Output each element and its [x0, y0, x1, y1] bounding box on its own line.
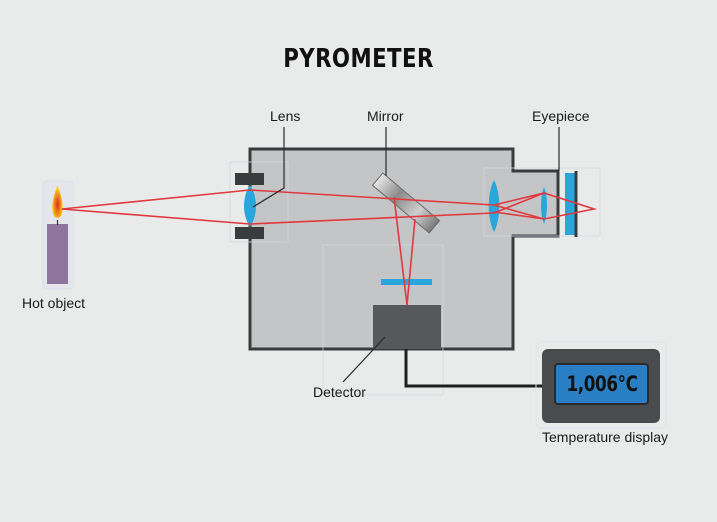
light-rays: [61, 189, 598, 306]
leader-lines: [252, 127, 560, 383]
label-temperature-display: Temperature display: [542, 429, 669, 445]
lens-highlight: [229, 161, 289, 243]
detector-highlight: [322, 244, 444, 396]
eyepiece-highlight: [483, 167, 601, 237]
temperature-readout: 1,006°C: [566, 372, 638, 396]
mirror: [371, 172, 441, 234]
eyepiece-lens-2: [541, 187, 547, 224]
ray-eyepiece: [493, 192, 598, 220]
lens-leader: [252, 127, 285, 208]
label-detector: Detector: [313, 384, 366, 400]
ray-cross-1: [493, 204, 545, 220]
label-mirror: Mirror: [367, 108, 404, 124]
filter-bar: [381, 279, 432, 285]
eyepiece-lens-1: [488, 180, 500, 232]
lens-holder-top: [235, 173, 264, 185]
ray-reflected-2: [406, 218, 416, 306]
ray-reflected-1: [393, 196, 408, 306]
ray-cross-2: [493, 192, 545, 214]
signal-cable: [404, 349, 544, 388]
label-lens: Lens: [270, 108, 301, 124]
pyrometer-housing: [229, 147, 601, 396]
ray-lower: [61, 208, 495, 225]
label-eyepiece: Eyepiece: [532, 108, 590, 124]
page-title: PYROMETER: [283, 44, 434, 74]
lens-icon: [244, 185, 256, 227]
hot-object: [42, 180, 74, 290]
eyepiece-window: [565, 173, 576, 235]
detector-block: [373, 305, 441, 349]
ray-upper: [61, 189, 495, 210]
objective-lens: [235, 173, 264, 239]
temperature-display: [535, 341, 667, 429]
mirror-icon: [371, 172, 441, 234]
flame-icon: [52, 185, 63, 218]
label-hot-object: Hot object: [22, 295, 86, 311]
display-screen: [554, 363, 649, 405]
detector-leader: [342, 336, 386, 383]
lens-holder-bottom: [235, 227, 264, 239]
display-highlight: [535, 341, 667, 429]
candle-body: [47, 224, 68, 284]
